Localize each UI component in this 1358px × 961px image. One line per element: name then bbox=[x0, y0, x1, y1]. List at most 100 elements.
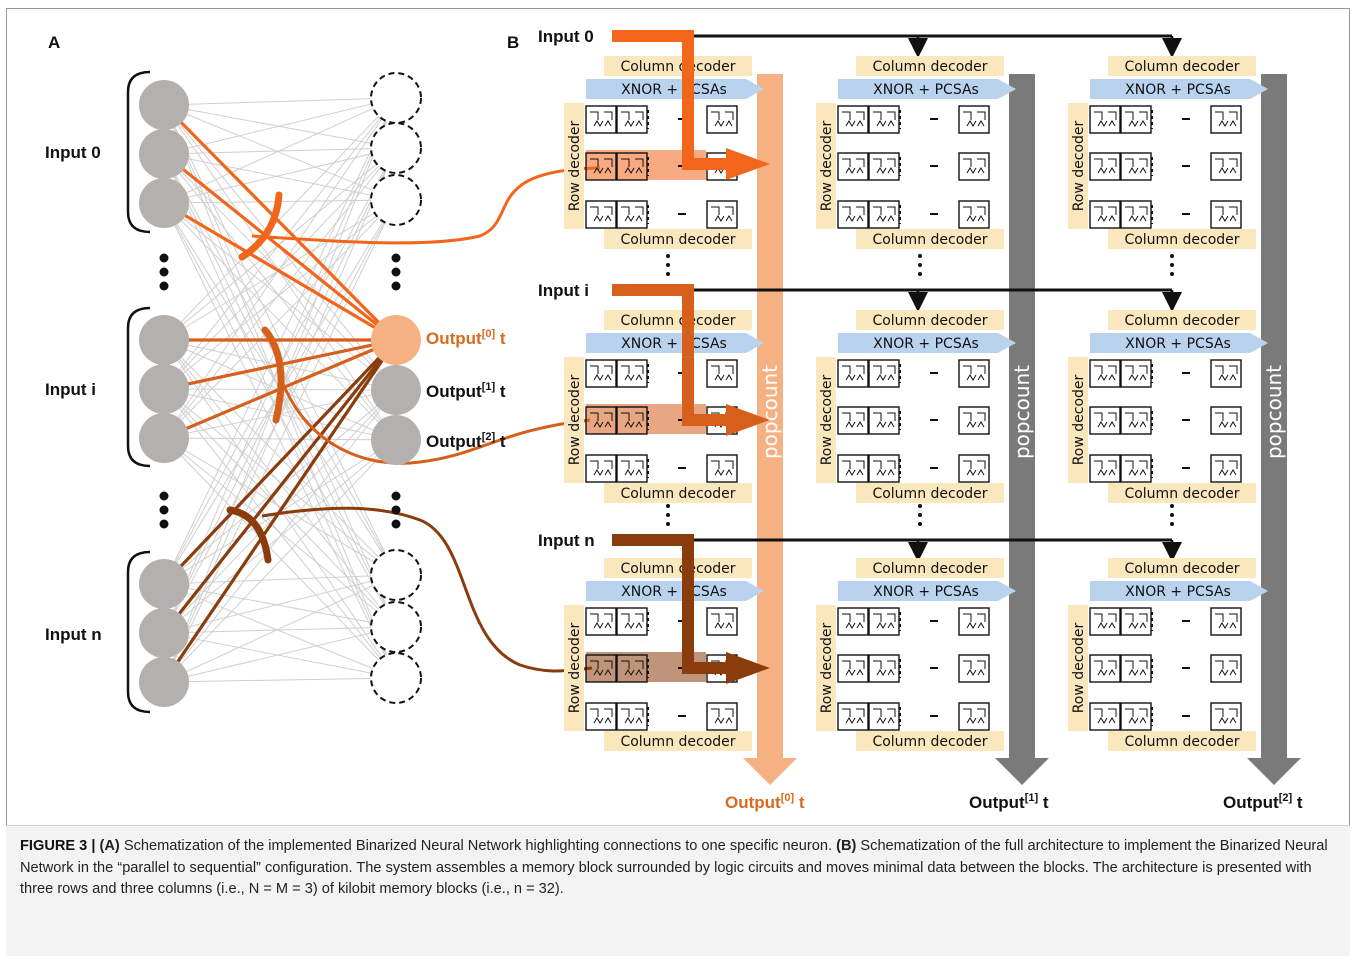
memory-cell bbox=[958, 702, 990, 731]
output-sup: [0] bbox=[482, 328, 496, 340]
xnor-pcsa-label: XNOR + PCSAs bbox=[873, 336, 979, 352]
cell-transistor bbox=[1215, 708, 1238, 724]
column-decoder-top-label: Column decoder bbox=[1124, 59, 1239, 75]
popcount-arrowhead bbox=[743, 758, 797, 785]
route-input-0 bbox=[251, 166, 601, 245]
memory-cell bbox=[1120, 105, 1152, 134]
cell-transistor bbox=[842, 365, 865, 381]
column-decoder-bottom bbox=[604, 229, 752, 249]
column-decoder-top bbox=[856, 310, 1004, 330]
xnor-pcsa-bar bbox=[586, 581, 764, 601]
row-decoder bbox=[1068, 103, 1088, 229]
memory-cell bbox=[1120, 200, 1152, 229]
memory-cell bbox=[837, 454, 869, 483]
memory-cell bbox=[958, 359, 990, 388]
column-decoder-top bbox=[1108, 56, 1256, 76]
cell-transistor bbox=[590, 660, 613, 676]
row-decoder-label: Row decoder bbox=[1071, 374, 1087, 465]
column-decoder-bottom-label: Column decoder bbox=[620, 486, 735, 502]
cell-transistor bbox=[1215, 158, 1238, 174]
bundle-arc-input-i bbox=[261, 326, 285, 424]
caption-box bbox=[6, 825, 1350, 956]
row-decoder bbox=[1068, 605, 1088, 731]
figure-labels: A B Input 0 Input i Input n Input 0 Inpu… bbox=[45, 27, 595, 644]
xnor-pcsa-bar bbox=[1090, 581, 1268, 601]
panel-b-row-input-n-label: Input n bbox=[538, 531, 595, 550]
memory-cell bbox=[868, 359, 900, 388]
memory-cell bbox=[616, 152, 648, 181]
cell-transistor bbox=[1215, 206, 1238, 222]
xnor-pcsa-bar bbox=[838, 79, 1016, 99]
cell-transistor bbox=[711, 111, 734, 127]
ellipsis-dot bbox=[918, 272, 922, 276]
panel-b-row-input-i-label: Input i bbox=[538, 281, 589, 300]
column-decoder-top-label: Column decoder bbox=[620, 313, 735, 329]
cell-transistor bbox=[1215, 460, 1238, 476]
caption-part-a-label: (A) bbox=[99, 838, 120, 854]
output-base: Output bbox=[426, 432, 482, 451]
connection-line bbox=[163, 199, 397, 390]
ellipsis-dot bbox=[666, 504, 670, 508]
ellipsis-dot bbox=[159, 505, 169, 515]
connection-line bbox=[163, 626, 397, 634]
memory-cell bbox=[1120, 152, 1152, 181]
output-neuron-0 bbox=[371, 315, 421, 365]
cell-transistor bbox=[1215, 365, 1238, 381]
xnor-pcsa-label: XNOR + PCSAs bbox=[873, 82, 979, 98]
thick-arrow-input-n bbox=[612, 534, 732, 674]
cell-transistor bbox=[1094, 412, 1117, 428]
cell-transistor bbox=[873, 111, 896, 127]
column-decoder-top bbox=[1108, 558, 1256, 578]
ellipsis-dot bbox=[666, 272, 670, 276]
memory-cell bbox=[837, 702, 869, 731]
popcount-arrowhead bbox=[1247, 758, 1301, 785]
ellipsis-dot bbox=[918, 504, 922, 508]
cell-transistor bbox=[1215, 412, 1238, 428]
thick-arrow-input-0 bbox=[612, 30, 732, 170]
column-decoder-top-label: Column decoder bbox=[1124, 313, 1239, 329]
memory-cell bbox=[706, 200, 738, 229]
memory-cell bbox=[1120, 359, 1152, 388]
ellipsis-dot bbox=[918, 254, 922, 258]
ellipsis-dot bbox=[1170, 504, 1174, 508]
cell-transistor bbox=[1125, 206, 1148, 222]
memory-cell bbox=[1089, 152, 1121, 181]
hidden-neuron bbox=[370, 549, 422, 601]
memory-cell bbox=[585, 607, 617, 636]
memory-cell bbox=[868, 607, 900, 636]
memory-cell bbox=[1210, 654, 1242, 683]
panel-b-label: B bbox=[507, 33, 519, 52]
cell-transistor bbox=[621, 158, 644, 174]
memory-cell bbox=[1210, 152, 1242, 181]
cell-transistor bbox=[590, 111, 613, 127]
input-neuron bbox=[139, 364, 189, 414]
cell-transistor bbox=[1125, 412, 1148, 428]
connection-line bbox=[163, 104, 397, 201]
memory-cell bbox=[1089, 702, 1121, 731]
cell-transistor bbox=[1094, 206, 1117, 222]
connection-line bbox=[163, 199, 397, 683]
cell-transistor bbox=[1125, 365, 1148, 381]
highlighted-connection bbox=[162, 103, 398, 342]
cell-transistor bbox=[963, 708, 986, 724]
memory-cell bbox=[616, 702, 648, 731]
column-decoder-top bbox=[856, 558, 1004, 578]
cell-transistor bbox=[1125, 460, 1148, 476]
ellipsis-dot bbox=[391, 519, 401, 529]
output-suffix: t bbox=[495, 329, 506, 348]
connection-line bbox=[163, 388, 397, 679]
cell-transistor bbox=[711, 365, 734, 381]
memory-cell bbox=[1120, 607, 1152, 636]
hidden-neuron bbox=[370, 72, 422, 124]
memory-cell bbox=[1089, 454, 1121, 483]
xnor-pcsa-label: XNOR + PCSAs bbox=[1125, 336, 1231, 352]
column-decoder-top bbox=[1108, 310, 1256, 330]
xnor-pcsa-bar bbox=[586, 79, 764, 99]
memory-cell bbox=[1210, 406, 1242, 435]
cell-transistor bbox=[621, 708, 644, 724]
row-decoder-label: Row decoder bbox=[567, 120, 583, 211]
